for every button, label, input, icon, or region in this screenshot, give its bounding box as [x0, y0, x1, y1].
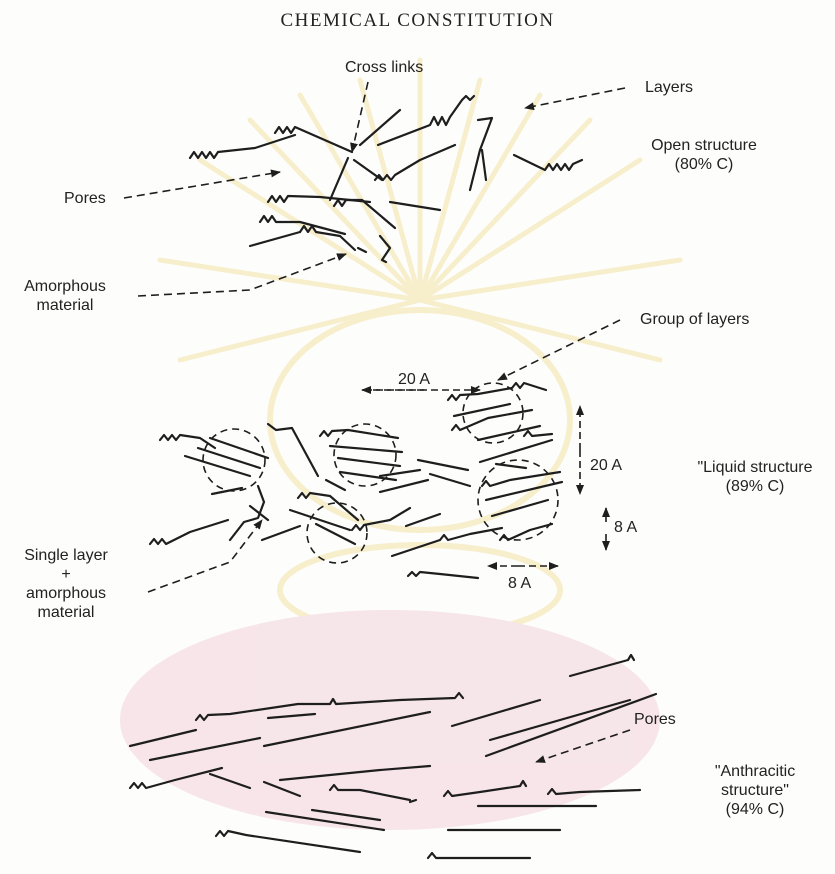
layers-label: Layers [645, 78, 693, 97]
layer [380, 470, 420, 476]
single-layer-label-line: + [2, 565, 130, 584]
dim-8a-horizontal-label: 8 A [508, 574, 531, 593]
layer [452, 700, 540, 726]
pores-top-arrow [124, 172, 280, 198]
layer [150, 738, 260, 760]
layer [375, 145, 455, 180]
layer [320, 430, 398, 438]
liquid-structure-carbon: (89% C) [678, 477, 832, 496]
layer [358, 248, 366, 252]
single-layer-label: Single layer + amorphous material [2, 546, 130, 622]
layer [408, 572, 478, 578]
layer [440, 528, 502, 540]
layer [430, 474, 470, 486]
layer [330, 158, 348, 200]
liquid-structure-name: "Liquid structure [678, 458, 832, 477]
page-title: CHEMICAL CONSTITUTION [0, 10, 835, 32]
layer [444, 781, 526, 796]
single-layer-label-line: Single layer [2, 546, 130, 565]
layer [392, 540, 440, 556]
layer [352, 508, 410, 530]
pores-bottom-arrow [536, 730, 630, 762]
layer [268, 714, 315, 718]
layer [340, 472, 396, 480]
layer [312, 810, 380, 820]
layer [338, 458, 400, 466]
layer [280, 766, 430, 780]
leader-arrows [124, 82, 630, 762]
layer [275, 127, 352, 152]
anthracitic-structure-label: "Anthracitic structure" (94% C) [700, 762, 810, 819]
layer [196, 693, 463, 720]
anthracitic-line: structure" [700, 781, 810, 800]
layer [490, 700, 630, 740]
layer [216, 831, 360, 852]
open-structure-layers [190, 96, 582, 262]
layer [250, 232, 300, 246]
layer [514, 155, 582, 170]
layer [264, 782, 300, 796]
anthracitic-carbon: (94% C) [700, 800, 810, 819]
layer [482, 150, 486, 180]
open-structure-label: Open structure (80% C) [648, 136, 760, 174]
layer [448, 383, 546, 400]
liquid-structure-label: "Liquid structure (89% C) [678, 458, 832, 496]
amorphous-arrow [138, 254, 346, 296]
open-structure-carbon: (80% C) [648, 155, 760, 174]
layer [486, 694, 656, 756]
layer [428, 853, 530, 858]
layers-arrow [525, 88, 625, 108]
layer [268, 424, 318, 476]
layer [150, 520, 228, 544]
layer [500, 524, 552, 540]
single-layer-label-line: amorphous [2, 584, 130, 603]
layer [390, 202, 440, 210]
layer [548, 789, 640, 794]
layer [316, 524, 355, 544]
amorphous-label-line: material [10, 296, 120, 315]
layer [262, 526, 300, 540]
layer [330, 446, 402, 452]
group-of-layers-arrow [498, 320, 620, 380]
layer [524, 431, 552, 436]
layer [380, 480, 428, 492]
anthracitic-line: "Anthracitic [700, 762, 810, 781]
layer [185, 456, 250, 476]
open-structure-name: Open structure [648, 136, 760, 155]
single-layer-arrow [148, 520, 262, 592]
pores-top-label: Pores [64, 189, 106, 208]
layer [330, 785, 410, 800]
layer [326, 480, 345, 490]
layer [418, 460, 468, 470]
layer [130, 768, 222, 788]
pores-bottom-label: Pores [634, 710, 676, 729]
dim-20a-vertical-label: 20 A [590, 456, 622, 475]
layer-group-circle [307, 503, 367, 563]
layer [210, 774, 250, 788]
layer [334, 200, 395, 228]
layer [378, 96, 474, 145]
layer [570, 655, 634, 676]
layer [470, 118, 492, 190]
layer [380, 236, 390, 262]
dim-20a-horizontal-label: 20 A [398, 370, 430, 389]
layer [212, 488, 242, 494]
anthracitic-structure-layers [130, 655, 656, 858]
layer [266, 812, 384, 830]
layer [190, 135, 295, 158]
amorphous-label-line: Amorphous [10, 277, 120, 296]
layer [492, 500, 548, 516]
group-of-layers-label: Group of layers [640, 310, 749, 329]
layer [406, 514, 440, 526]
layer [130, 730, 196, 746]
amorphous-material-label: Amorphous material [10, 277, 120, 315]
layer [260, 216, 345, 234]
single-layer-label-line: material [2, 603, 130, 622]
dim-8a-vertical-label: 8 A [614, 518, 637, 537]
cross-links-label: Cross links [345, 58, 423, 77]
